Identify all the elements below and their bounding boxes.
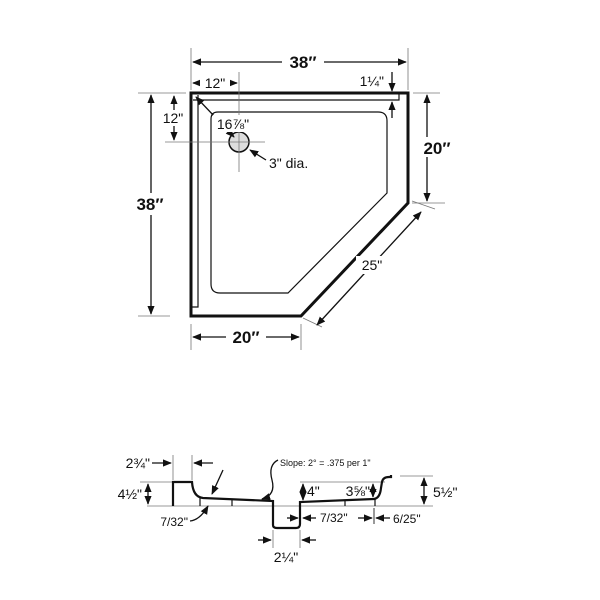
left-height-label: 4½" [118,486,142,502]
right-thickness-label: 7/32" [320,511,348,525]
left-strip [191,95,199,308]
lip-thickness-label: 6/25" [393,512,421,526]
wall-width-label: 2¾" [126,455,150,471]
drain-offset-y-label: 12" [163,110,184,126]
drain-diagonal-label: 16⅞" [217,116,249,132]
extension-lines [138,48,445,350]
drain-diameter-label: 3" dia. [269,155,308,171]
slope-note: Slope: 2° = .375 per 1" [280,458,371,468]
threshold-strip [193,93,400,101]
overall-width-label: 38″ [289,53,316,72]
drain-offset-x-label: 12" [205,75,226,91]
section-view: 2¾" 4½" 7/32" Slope: 2° = .375 per 1" 4"… [118,455,457,565]
overall-depth-label: 38″ [136,195,163,214]
overall-height-label: 5½" [433,484,457,500]
right-side-label: 20″ [423,139,450,158]
left-thickness-label: 7/32" [160,515,188,529]
drain-diameter-arrow [249,149,267,161]
plan-view: 38″ 12" 1¼" 38″ 12" 16⅞" 3" dia. 20″ 25"… [130,48,455,350]
sump-width-label: 2¼" [274,549,298,565]
rib-lines [199,498,376,506]
angled-front-label: 25" [362,257,383,273]
threshold-width-label: 1¼" [360,73,384,89]
curb-height-label: 3⅝" [346,483,370,499]
sump-depth-label: 4" [307,483,320,499]
section-profile [171,475,393,530]
bottom-side-label: 20″ [232,328,259,347]
